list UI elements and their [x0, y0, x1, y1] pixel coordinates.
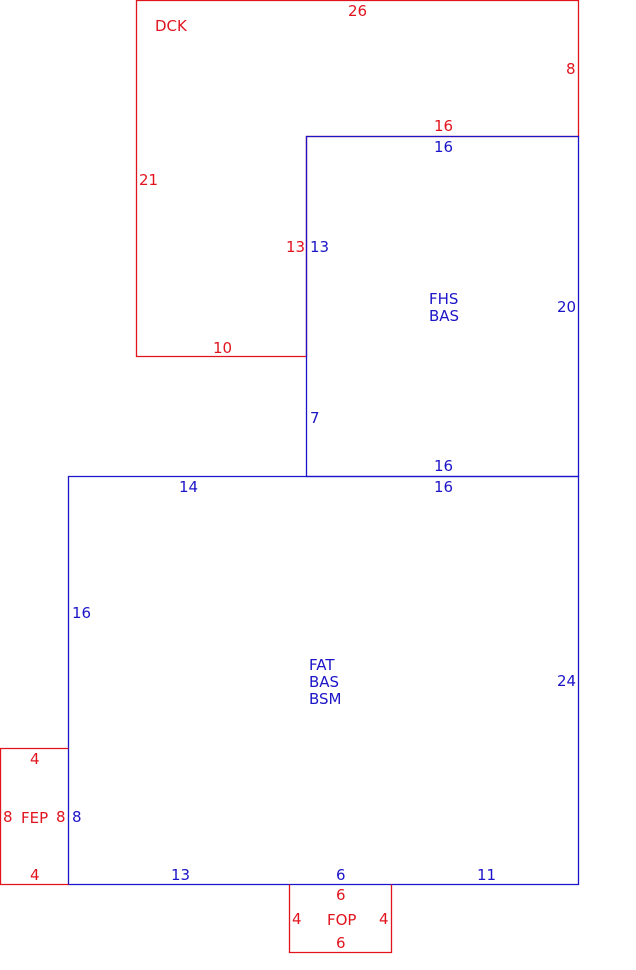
dim-fat-top-right: 16: [434, 478, 453, 496]
deck-label: DCK: [155, 17, 188, 35]
dim-fhs-bottom: 16: [434, 457, 453, 475]
dim-fat-left: 16: [72, 604, 91, 622]
fop-label: FOP: [327, 911, 356, 929]
fop-outline: [288, 884, 393, 954]
dim-fhs-left: 13: [310, 238, 329, 256]
dim-fat-bottom-1: 13: [171, 866, 190, 884]
bas-lower-label: BAS: [309, 673, 339, 691]
bsm-label: BSM: [309, 690, 342, 708]
dim-dck-bottom: 10: [213, 339, 232, 357]
dim-fhs-top: 16: [434, 138, 453, 156]
dim-fat-bottom-3: 11: [477, 866, 496, 884]
dim-fep-right: 8: [56, 808, 66, 826]
dim-dck-right: 8: [566, 60, 576, 78]
dim-fat-top-left: 14: [179, 478, 198, 496]
fhs-label: FHS: [429, 290, 458, 308]
dim-fop-left: 4: [292, 910, 302, 928]
bas-upper-label: BAS: [429, 307, 459, 325]
dim-fep-top: 4: [30, 750, 40, 768]
fat-label: FAT: [309, 656, 335, 674]
dim-fat-left-lower: 8: [72, 808, 82, 826]
dim-dck-top: 26: [348, 2, 367, 20]
dim-fop-bottom: 6: [336, 934, 346, 952]
deck-outline: [135, 0, 580, 358]
dim-dck-left: 21: [139, 171, 158, 189]
dim-fhs-right: 20: [557, 298, 576, 316]
dim-dck-inner-left: 13: [286, 238, 305, 256]
dim-fep-bottom: 4: [30, 866, 40, 884]
dim-fhs-lower-left: 7: [310, 409, 320, 427]
dim-fat-right: 24: [557, 672, 576, 690]
fep-outline: [0, 747, 69, 886]
fep-label: FEP: [21, 809, 48, 827]
dim-fat-bottom-2: 6: [336, 866, 346, 884]
dim-fop-right: 4: [379, 910, 389, 928]
dim-dck-inner-top: 16: [434, 117, 453, 135]
dim-fep-left: 8: [3, 808, 13, 826]
dim-fop-top: 6: [336, 886, 346, 904]
